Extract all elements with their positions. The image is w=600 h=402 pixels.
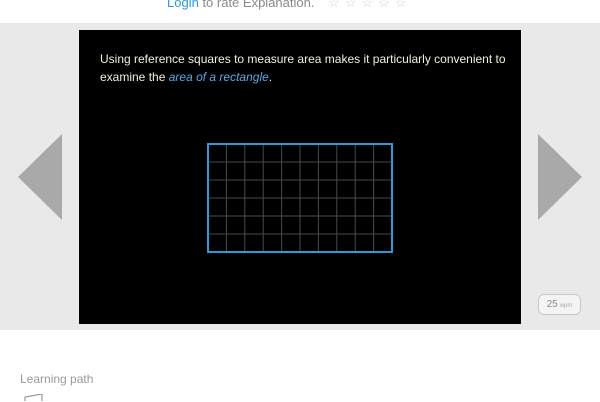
rate-prompt: to rate Explanation.: [202, 0, 315, 10]
learning-path-label: Learning path: [20, 372, 94, 386]
star-icon[interactable]: ☆: [344, 0, 362, 10]
rectangle-border: [207, 143, 393, 253]
rate-explanation-line: Login to rate Explanation. ☆☆☆☆☆: [167, 0, 411, 11]
previous-slide-arrow-icon[interactable]: [18, 134, 62, 220]
learning-path-icon: [24, 394, 43, 401]
star-icon[interactable]: ☆: [361, 0, 379, 10]
slide-caption-text: Using reference squares to measure area …: [100, 52, 506, 84]
star-rating[interactable]: ☆☆☆☆☆: [328, 0, 411, 11]
login-link[interactable]: Login: [167, 0, 199, 10]
grid-lines: [208, 144, 392, 252]
slide-canvas: Using reference squares to measure area …: [79, 30, 521, 324]
next-slide-arrow-icon[interactable]: [538, 134, 582, 220]
star-icon[interactable]: ☆: [394, 0, 412, 10]
star-icon[interactable]: ☆: [328, 0, 345, 10]
slide-caption-end: .: [268, 70, 273, 84]
area-of-rectangle-link[interactable]: area of a rectangle: [168, 70, 269, 84]
rating-bar: Login to rate Explanation. ☆☆☆☆☆: [0, 0, 600, 24]
rectangle-grid: [207, 143, 393, 253]
speed-unit: wpm: [559, 303, 573, 309]
slideshow-stage: Using reference squares to measure area …: [0, 24, 600, 330]
speed-value: 25: [546, 299, 558, 310]
star-icon[interactable]: ☆: [378, 0, 395, 10]
slide-caption: Using reference squares to measure area …: [100, 50, 510, 86]
